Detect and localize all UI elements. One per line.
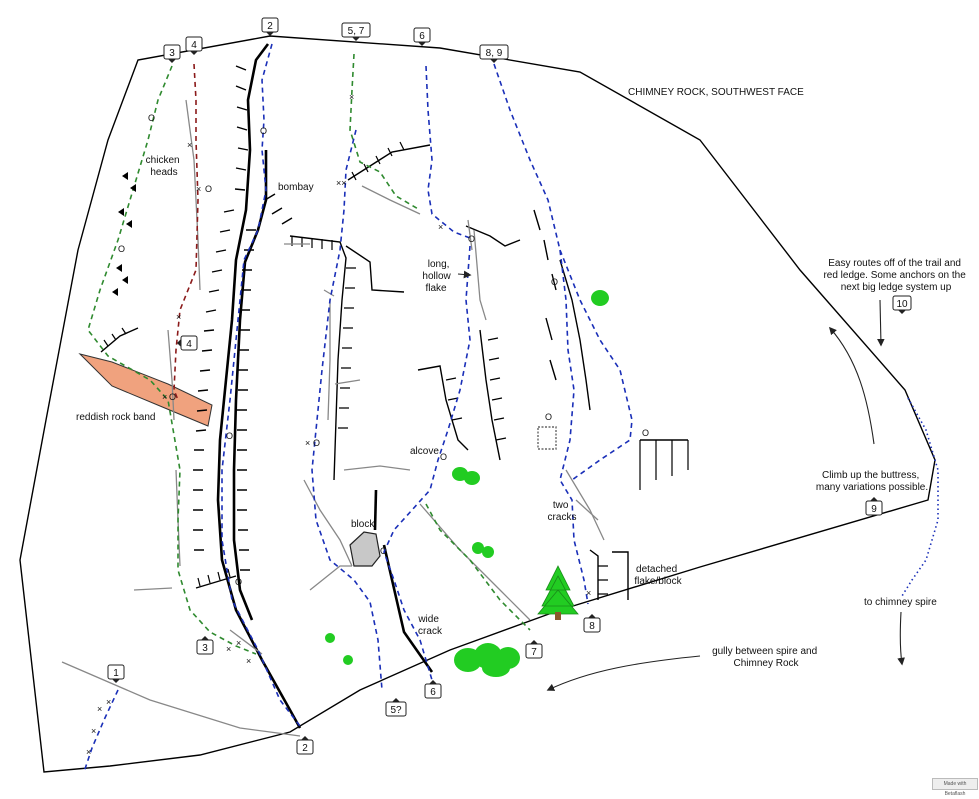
svg-text:O: O	[642, 428, 649, 438]
route-tag-1[interactable]: 1	[107, 664, 125, 683]
label-block: block	[351, 519, 375, 530]
label-wide-crack: wide crack	[417, 614, 443, 637]
rock-features	[100, 144, 688, 600]
svg-text:4: 4	[186, 339, 192, 350]
svg-text:×: ×	[438, 222, 443, 232]
route-tag-2-bottom[interactable]: 2	[296, 736, 314, 755]
route-tag-3-bottom[interactable]: 3	[196, 636, 214, 655]
route-tag-8-9-top[interactable]: 8, 9	[479, 44, 509, 63]
tick-features	[103, 141, 689, 595]
bush-icon	[454, 643, 520, 677]
svg-text:O: O	[205, 184, 212, 194]
label-easy-routes: Easy routes off of the trail and red led…	[823, 258, 968, 293]
svg-text:4: 4	[191, 40, 197, 51]
svg-text:6: 6	[419, 31, 425, 42]
label-two-cracks: two cracks	[548, 500, 577, 523]
svg-text:2: 2	[302, 743, 308, 754]
diagram-title: CHIMNEY ROCK, SOUTHWEST FACE	[628, 87, 804, 98]
anchor-markers: O × × O O × × O O O O × ×× × O × O O O O…	[86, 92, 649, 757]
svg-text:3: 3	[169, 48, 175, 59]
routes	[83, 43, 939, 773]
svg-text:×: ×	[226, 644, 231, 654]
label-to-chimney-spire: to chimney spire	[864, 597, 937, 608]
tree-icon	[537, 565, 579, 620]
svg-text:×: ×	[246, 656, 251, 666]
bush-icon	[452, 467, 480, 485]
svg-text:O: O	[468, 234, 475, 244]
label-alcove: alcove	[410, 446, 439, 457]
svg-text:×: ×	[106, 697, 111, 707]
svg-text:O: O	[380, 546, 387, 556]
footer-badge: Made with Betaflash	[932, 778, 978, 797]
crack-ticks	[193, 65, 293, 571]
reddish-rock-band	[78, 353, 213, 427]
block-rock	[349, 531, 381, 567]
svg-text:O: O	[260, 126, 267, 136]
route-tag-2-top[interactable]: 2	[261, 17, 279, 36]
route-tag-8[interactable]: 8	[583, 614, 601, 633]
svg-text:2: 2	[267, 21, 273, 32]
bush-icon	[343, 655, 353, 665]
svg-text:×: ×	[196, 184, 201, 194]
bush-icon	[472, 542, 494, 558]
label-long-hollow-flake: long, hollow flake	[422, 259, 453, 294]
svg-text:O: O	[226, 431, 233, 441]
route-tag-4-mid[interactable]: 4	[177, 335, 198, 351]
svg-text:××: ××	[336, 178, 347, 188]
svg-text:10: 10	[896, 299, 908, 310]
vegetation	[325, 290, 609, 677]
route-tag-5-7-top[interactable]: 5, 7	[341, 22, 371, 41]
label-reddish-rock-band: reddish rock band	[76, 412, 156, 423]
chicken-head-marks	[112, 172, 136, 296]
label-gully: gully between spire and Chimney Rock	[712, 646, 820, 669]
svg-text:O: O	[545, 412, 552, 422]
route-tag-4-top[interactable]: 4	[185, 36, 203, 55]
svg-text:×: ×	[97, 704, 102, 714]
svg-text:7: 7	[531, 647, 537, 658]
svg-text:O: O	[148, 113, 155, 123]
crack-systems	[216, 43, 434, 729]
svg-text:5, 7: 5, 7	[348, 26, 365, 37]
svg-text:8, 9: 8, 9	[486, 48, 503, 59]
svg-text:O: O	[551, 277, 558, 287]
svg-text:6: 6	[430, 687, 436, 698]
svg-text:1: 1	[113, 668, 119, 679]
route-tag-3-top[interactable]: 3	[163, 44, 181, 63]
svg-text:×: ×	[305, 438, 310, 448]
cliff-outline	[19, 35, 936, 773]
arrows	[457, 270, 905, 691]
svg-text:×: ×	[236, 638, 241, 648]
svg-text:9: 9	[871, 504, 877, 515]
svg-text:×: ×	[349, 92, 354, 102]
route-tag-6-top[interactable]: 6	[413, 27, 431, 46]
svg-text:5?: 5?	[390, 705, 402, 716]
flake-box	[537, 426, 557, 450]
svg-text:×: ×	[162, 392, 167, 402]
svg-text:O: O	[235, 577, 242, 587]
label-detached-flake: detached flake/block	[634, 564, 682, 587]
route-tag-9[interactable]: 9	[865, 497, 883, 516]
bush-icon	[325, 633, 335, 643]
route-tag-5-bottom[interactable]: 5?	[385, 698, 407, 717]
svg-text:3: 3	[202, 643, 208, 654]
label-bombay: bombay	[278, 182, 314, 193]
route-tag-7[interactable]: 7	[525, 640, 543, 659]
svg-text:×: ×	[91, 726, 96, 736]
svg-text:O: O	[118, 244, 125, 254]
route-tag-10[interactable]: 10	[892, 295, 912, 314]
route-tag-6-bottom[interactable]: 6	[424, 680, 442, 699]
label-chicken-heads: chicken heads	[146, 155, 183, 178]
svg-text:O: O	[169, 392, 176, 402]
svg-text:×: ×	[187, 140, 192, 150]
label-climb-buttress: Climb up the buttress, many variations p…	[816, 470, 928, 493]
svg-text:×: ×	[586, 588, 591, 598]
svg-text:8: 8	[589, 621, 595, 632]
svg-text:×: ×	[176, 312, 181, 322]
svg-text:O: O	[440, 452, 447, 462]
svg-text:O: O	[313, 438, 320, 448]
svg-text:×: ×	[86, 747, 91, 757]
bush-icon	[591, 290, 609, 306]
